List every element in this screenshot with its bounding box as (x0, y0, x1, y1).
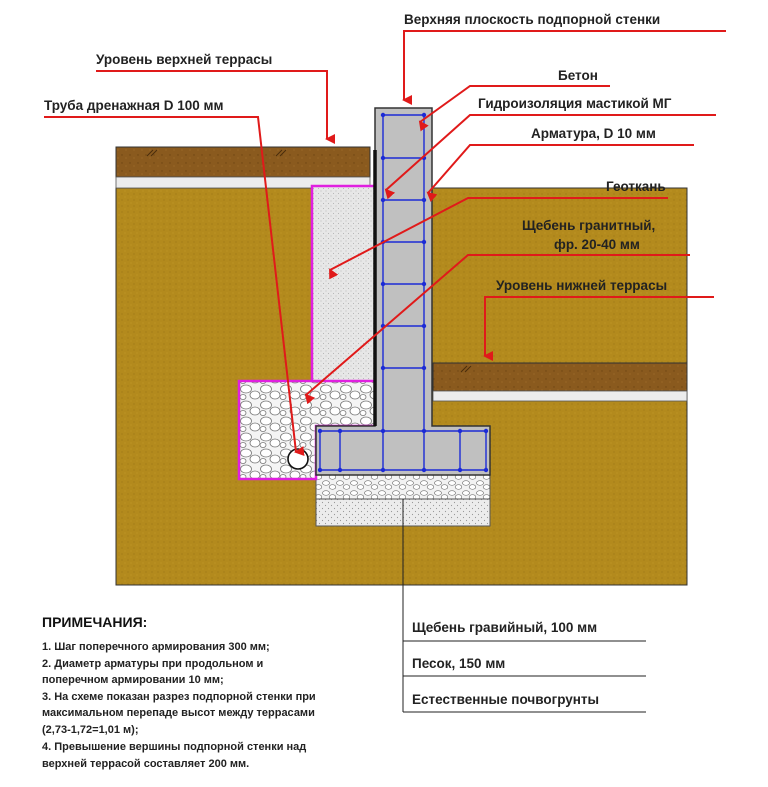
leader-upper-terrace (96, 70, 335, 144)
label-soil-layer: Естественные почвогрунты (412, 692, 599, 707)
leader-waterproofing (384, 114, 716, 200)
labels: Верхняя плоскость подпорной стенки Урове… (44, 12, 672, 707)
note-line: верхней террасой составляет 200 мм. (42, 758, 249, 770)
layer-legend (402, 499, 646, 713)
leader-rebar (426, 144, 694, 203)
lower-terrace-sublayer (432, 390, 688, 402)
drainage (237, 184, 377, 481)
label-lower-terrace: Уровень нижней террасы (496, 278, 667, 293)
leader-top-plane (402, 30, 726, 105)
notes: ПРИМЕЧАНИЯ: 1. Шаг поперечного армирован… (42, 614, 316, 770)
label-rebar: Арматура, D 10 мм (531, 126, 656, 141)
lower-terrace-topsoil (432, 362, 688, 392)
geotextile-drain-zone (310, 184, 377, 384)
notes-title: ПРИМЕЧАНИЯ: (42, 614, 147, 630)
leader-granite (304, 254, 690, 405)
label-gravel-layer: Щебень гравийный, 100 мм (412, 620, 597, 635)
label-concrete: Бетон (558, 68, 598, 83)
label-upper-terrace: Уровень верхней террасы (96, 52, 272, 67)
drain-pipe (287, 448, 309, 470)
note-line: поперечном армировании 10 мм; (42, 674, 224, 686)
wall-concrete (315, 107, 491, 476)
leader-concrete (418, 85, 610, 132)
grass-marks (146, 149, 472, 373)
label-geotextile: Геоткань (606, 179, 666, 194)
note-line: 1. Шаг поперечного армирования 300 мм; (42, 641, 270, 653)
label-granite-line1: Щебень гранитный, (522, 218, 655, 233)
label-waterproofing: Гидроизоляция мастикой МГ (478, 96, 672, 111)
leader-lines (44, 30, 726, 457)
note-line: (2,73-1,72=1,01 м); (42, 724, 139, 736)
label-top-plane: Верхняя плоскость подпорной стенки (404, 12, 660, 27)
leader-drain-pipe (44, 116, 305, 457)
leader-lower-terrace (483, 296, 714, 361)
label-granite-line2: фр. 20-40 мм (554, 237, 640, 252)
note-line: 3. На схеме показан разрез подпорной сте… (42, 691, 316, 703)
note-line: максимальном перепаде высот между террас… (42, 707, 315, 719)
foundation-layers (315, 474, 491, 527)
note-line: 2. Диаметр арматуры при продольном и (42, 658, 263, 670)
upper-terrace-sublayer (115, 176, 371, 189)
gravel-pad (315, 474, 491, 500)
label-sand-layer: Песок, 150 мм (412, 656, 505, 671)
label-drain-pipe: Труба дренажная D 100 мм (44, 98, 224, 113)
note-line: 4. Превышение вершины подпорной стенки н… (42, 741, 306, 753)
leader-geotextile (329, 197, 668, 280)
upper-terrace-topsoil (115, 146, 371, 178)
